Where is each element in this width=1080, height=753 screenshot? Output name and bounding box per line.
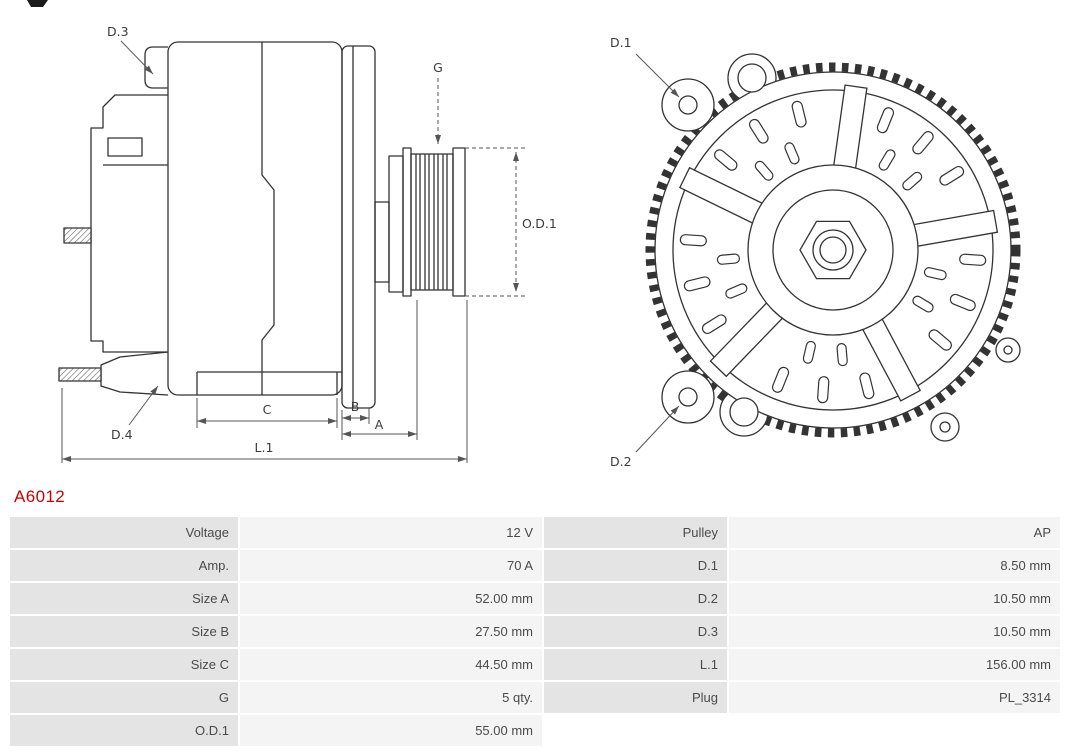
- spec-label: D.1: [544, 550, 727, 581]
- hole-bottom: [729, 397, 759, 427]
- spec-label-empty: [544, 715, 727, 746]
- spec-label: Plug: [544, 682, 727, 713]
- fan-teeth-ring: [645, 62, 1021, 438]
- spec-value: 10.50 mm: [729, 583, 1060, 614]
- pulley-spokes: [679, 84, 999, 402]
- mounting-ear-top: [144, 46, 168, 89]
- label-d3: D.3: [107, 24, 129, 39]
- corner-artifact: [27, 0, 48, 7]
- vent-slots-outer: [679, 100, 987, 404]
- spec-value: 5 qty.: [240, 682, 542, 713]
- spec-table: Voltage 12 V Pulley AP Amp. 70 A D.1 8.5…: [10, 517, 1060, 746]
- rear-cover: [90, 94, 168, 353]
- spec-value: 55.00 mm: [240, 715, 542, 746]
- spec-value: PL_3314: [729, 682, 1060, 713]
- rear-view-drawing: [645, 53, 1021, 442]
- label-g: G: [433, 60, 443, 75]
- spec-label: O.D.1: [10, 715, 238, 746]
- hole-top: [737, 63, 767, 93]
- spec-value: AP: [729, 517, 1060, 548]
- bottom-stud: [58, 367, 102, 382]
- label-l1: L.1: [255, 440, 274, 455]
- leader-d2: [635, 405, 680, 453]
- spec-value: 70 A: [240, 550, 542, 581]
- pulley: [402, 147, 466, 297]
- spec-value: 52.00 mm: [240, 583, 542, 614]
- spec-value: 8.50 mm: [729, 550, 1060, 581]
- spec-value: 10.50 mm: [729, 616, 1060, 647]
- shaft-nut: [799, 220, 867, 280]
- spec-value: 27.50 mm: [240, 616, 542, 647]
- terminal-stud: [63, 227, 92, 244]
- spec-value: 44.50 mm: [240, 649, 542, 680]
- front-bracket: [341, 45, 376, 409]
- label-d2: D.2: [610, 454, 632, 469]
- spec-label: Size B: [10, 616, 238, 647]
- hole-d2: [678, 387, 698, 407]
- body-outline: [167, 41, 343, 396]
- mounting-lug-bottom: [100, 351, 169, 396]
- spec-label: Size C: [10, 649, 238, 680]
- hole-d1: [678, 95, 698, 115]
- vent-slots-inner: [716, 142, 947, 367]
- spec-label: Pulley: [544, 517, 727, 548]
- rear-view-annotations: [635, 53, 680, 453]
- leader-d3: [120, 40, 154, 75]
- technical-drawing: D.3 D.4 G O.D.1 C B A L.1: [27, 0, 1021, 469]
- spec-value-empty: [729, 715, 1060, 746]
- side-view-drawing: [58, 41, 466, 409]
- rear-cover-detail: [107, 137, 143, 157]
- spec-label: Amp.: [10, 550, 238, 581]
- spec-value: 12 V: [240, 517, 542, 548]
- label-od1: O.D.1: [522, 216, 557, 231]
- leader-d4: [128, 385, 159, 426]
- label-c: C: [263, 402, 272, 417]
- spec-label: D.2: [544, 583, 727, 614]
- spec-label: D.3: [544, 616, 727, 647]
- part-number: A6012: [14, 487, 66, 506]
- spec-label: Voltage: [10, 517, 238, 548]
- leader-d1: [635, 53, 680, 98]
- label-a: A: [375, 417, 384, 432]
- label-d1: D.1: [610, 35, 632, 50]
- spec-label: Size A: [10, 583, 238, 614]
- label-d4: D.4: [111, 427, 133, 442]
- body-step-line: [261, 42, 275, 395]
- spec-label: L.1: [544, 649, 727, 680]
- spec-value: 156.00 mm: [729, 649, 1060, 680]
- side-view-dimensions: [61, 40, 527, 463]
- label-b: B: [351, 399, 360, 414]
- spec-label: G: [10, 682, 238, 713]
